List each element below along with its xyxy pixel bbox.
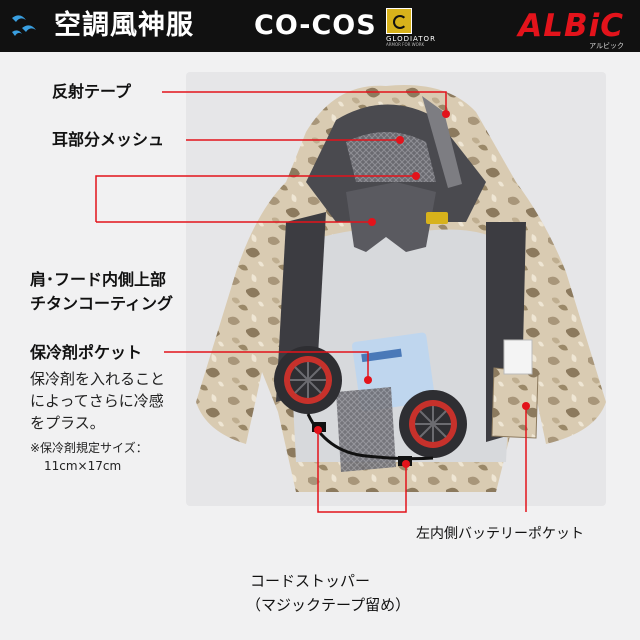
callout-titanium-line1: 肩･フード内側上部 [30,270,167,289]
albic-wordmark: ALBiC [518,8,624,44]
fan-right-icon [399,390,467,458]
callout-cooling-pocket-note1: ※保冷剤規定サイズ： [30,441,148,455]
callout-cooling-pocket-note2: 11cm×17cm [44,459,122,473]
callout-cord-stopper-line2: （マジックテープ留め） [246,596,411,614]
fan-left-icon [274,346,342,414]
callout-cooling-pocket-desc1: 保冷剤を入れること [30,370,166,388]
albic-kana: アルビック [589,42,624,50]
callout-titanium-line2: チタンコーティング [30,294,174,313]
callout-cooling-pocket-title: 保冷剤ポケット [30,343,143,362]
callout-cooling-pocket-desc3: をプラス。 [30,414,105,432]
glodiator-wordmark: GLODIATOR [386,35,436,43]
callout-cooling-pocket-desc2: によってさらに冷感 [30,392,164,410]
glodiator-badge-icon [386,8,412,34]
jacket-illustration [196,85,606,493]
glodiator-tagline: ARMOR FOR WORK [386,42,425,47]
product-sub-name: CO-COS [254,10,377,41]
callout-ear-mesh: 耳部分メッシュ [52,130,165,149]
glodiator-logo: GLODIATOR ARMOR FOR WORK [386,8,450,47]
product-name: 空調風神服 [54,10,194,41]
callout-battery-pocket: 左内側バッテリーポケット [416,526,584,542]
albic-logo: ALBiC アルビック [490,6,630,50]
callout-cord-stopper-line1: コードストッパー [250,572,371,590]
header-bar: 空調風神服 CO-COS GLODIATOR ARMOR FOR WORK AL… [0,0,640,52]
callout-reflective-tape: 反射テープ [52,82,132,101]
fan-wind-icon [12,15,36,36]
